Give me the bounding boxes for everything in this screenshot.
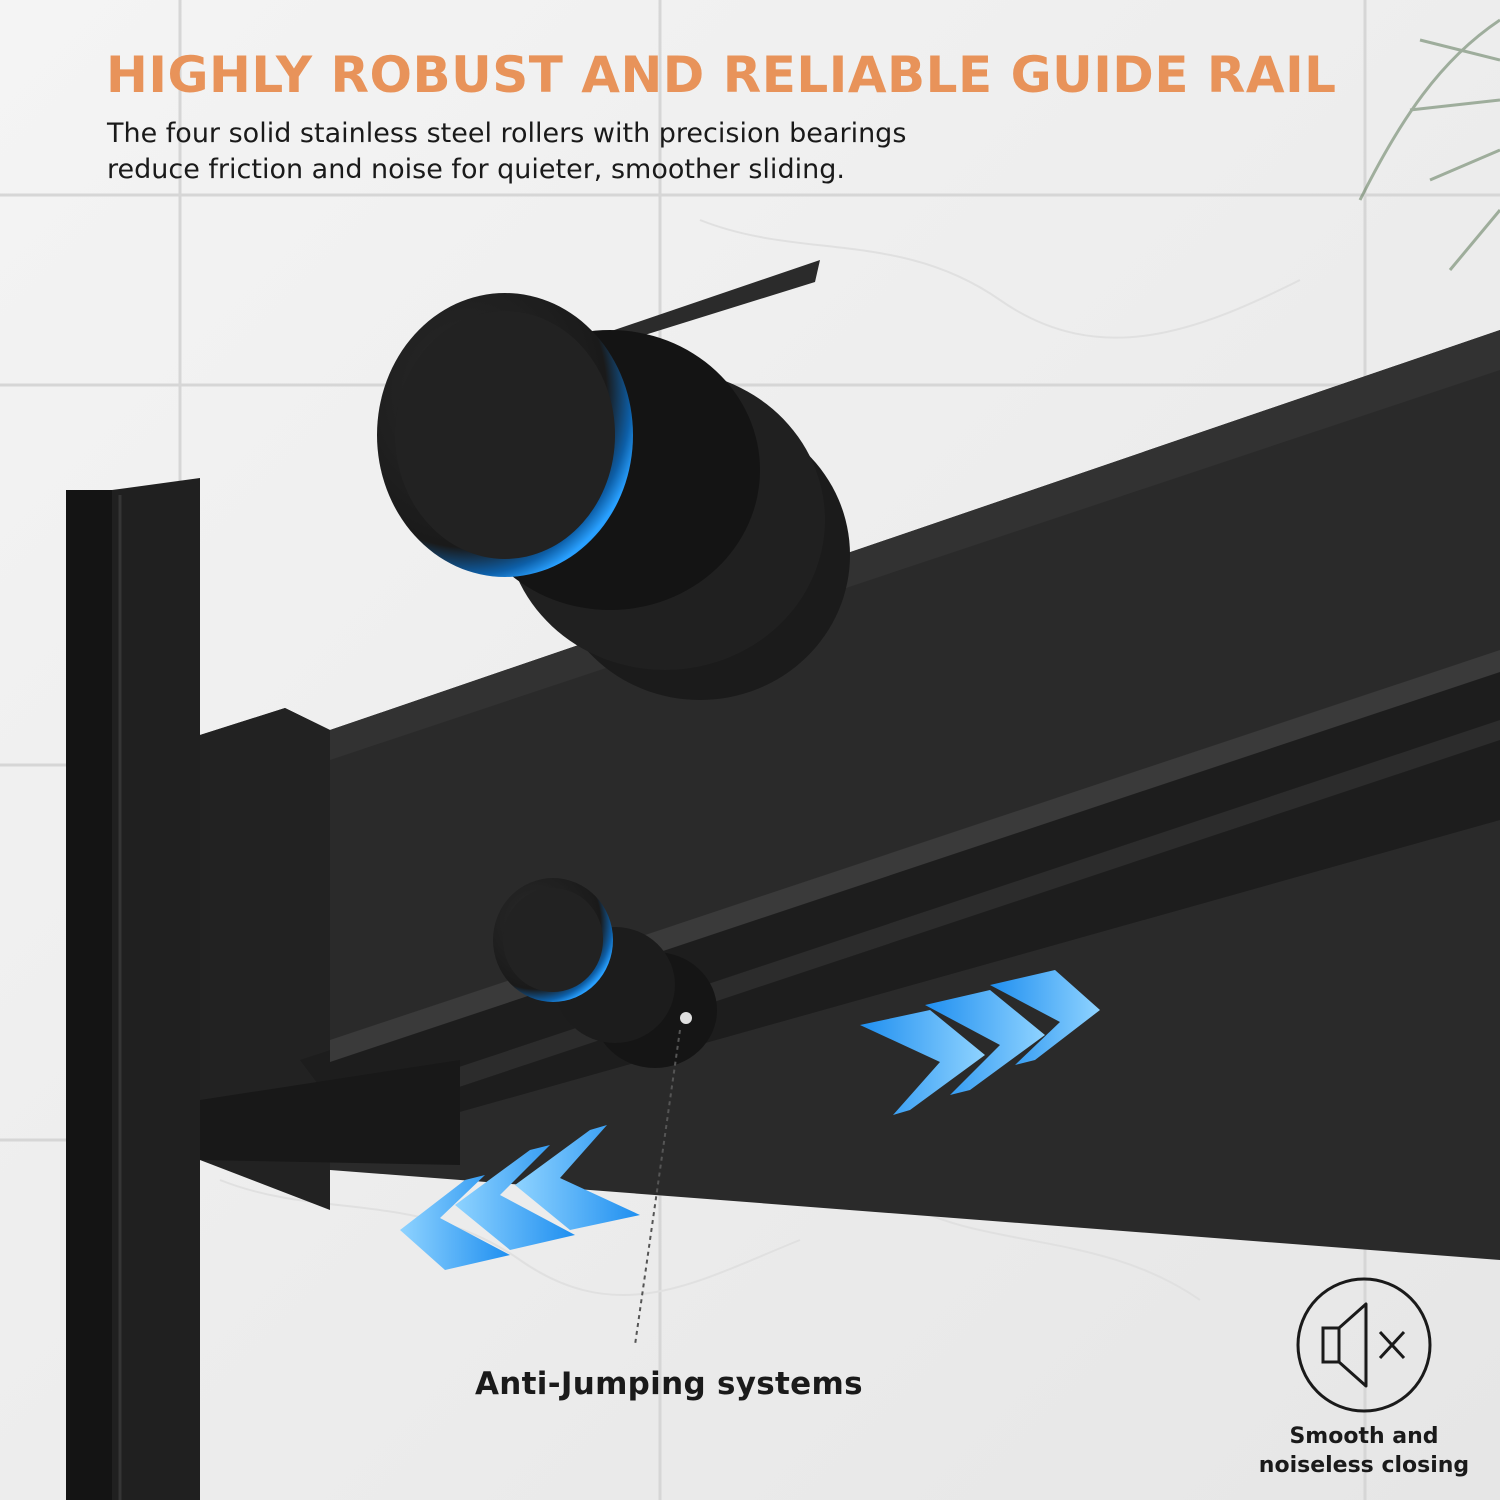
speaker-muted-icon	[1296, 1277, 1432, 1413]
slide-right-arrows-icon	[860, 970, 1100, 1115]
anti-jumping-callout: Anti-Jumping systems	[475, 1366, 863, 1402]
slide-left-arrows-icon	[400, 1125, 640, 1270]
callout-pointer	[634, 1012, 692, 1346]
door-frame-vertical	[66, 478, 200, 1500]
description-line-1: The four solid stainless steel rollers w…	[107, 118, 907, 149]
headline-title: HIGHLY ROBUST AND RELIABLE GUIDE RAIL	[106, 46, 1337, 104]
anti-jump-roller	[493, 878, 717, 1068]
description-line-2: reduce friction and noise for quieter, s…	[107, 154, 845, 185]
glass-panel-edge	[585, 260, 820, 352]
feature-description: The four solid stainless steel rollers w…	[107, 116, 1107, 188]
badge-caption-line-2: noiseless closing	[1258, 1453, 1470, 1478]
noiseless-badge-caption: Smooth and noiseless closing	[1240, 1422, 1488, 1480]
badge-caption-line-1: Smooth and	[1289, 1424, 1439, 1449]
upper-roller-wheel	[377, 293, 850, 700]
